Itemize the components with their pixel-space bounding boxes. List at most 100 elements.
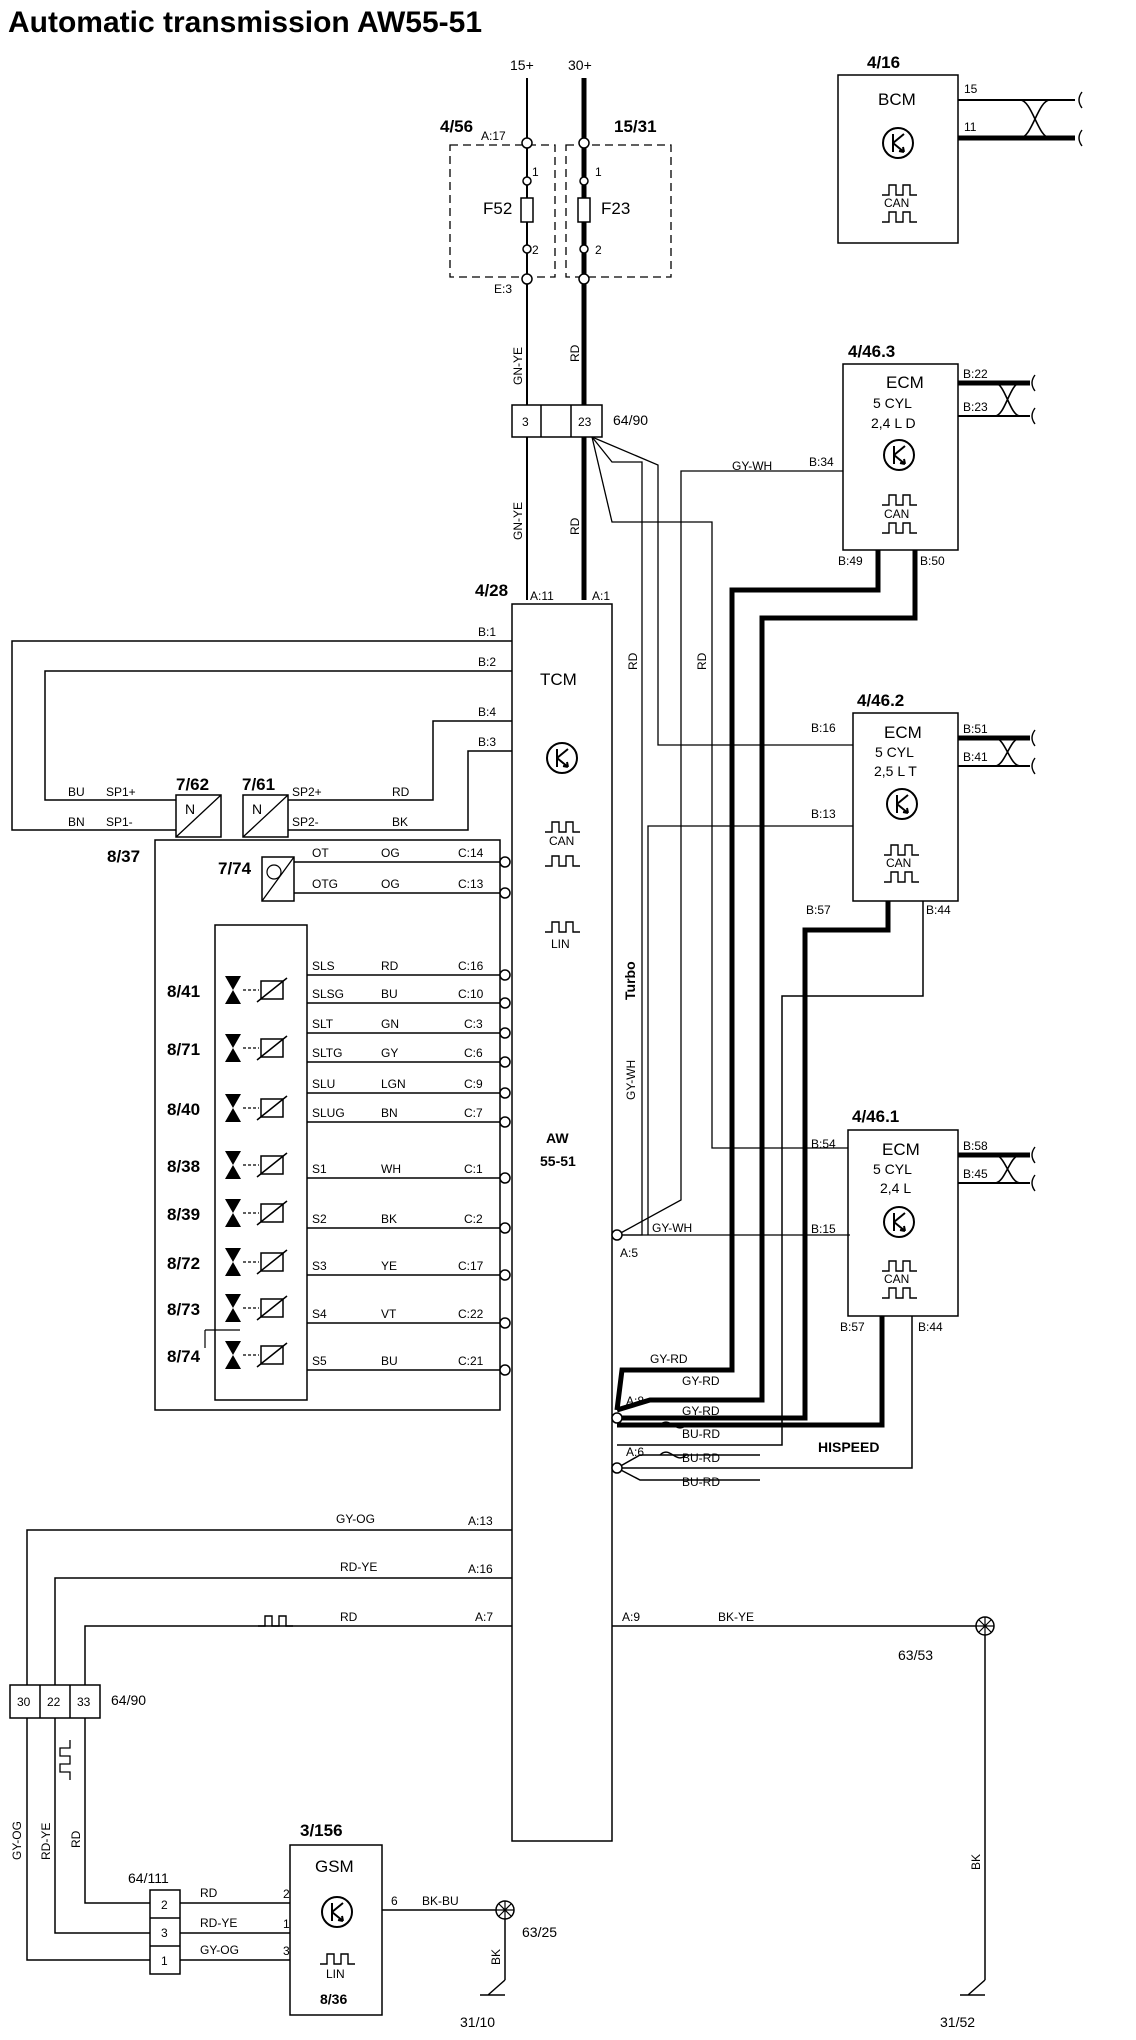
tcm-model-line1: AW xyxy=(546,1130,569,1146)
wire-gy-rd-label-1: GY-RD xyxy=(650,1352,688,1366)
turbo-label: Turbo xyxy=(622,961,638,1000)
speed-sensor-1-color-minus: BN xyxy=(68,815,85,829)
sol-pin-6: C:1 xyxy=(464,1162,483,1176)
ecm-463-pin-b34: B:34 xyxy=(809,455,834,469)
sol-pin-7: C:2 xyxy=(464,1212,483,1226)
wire-gy-og-label-gsm: GY-OG xyxy=(200,1943,239,1957)
speed-sensor-1-pin-plus: SP1+ xyxy=(106,785,136,799)
solenoid-valve-icon xyxy=(224,1198,288,1228)
speed-sensor-1-color-plus: BU xyxy=(68,785,85,799)
solenoid-id-7: 8/74 xyxy=(167,1347,201,1366)
connector-gsm-pin-0: 2 xyxy=(161,1898,168,1912)
speed-sensor-1-id: 7/62 xyxy=(176,775,209,794)
wire-gy-wh-label-2: GY-WH xyxy=(624,1060,638,1100)
connector-bottom-pin-1: 22 xyxy=(47,1695,61,1709)
sol-pin-8: C:17 xyxy=(458,1259,484,1273)
sol-pin-0: C:16 xyxy=(458,959,484,973)
solenoid-valve-icon xyxy=(224,975,288,1005)
thermometer-icon xyxy=(266,864,282,880)
tcm-pin-b4: B:4 xyxy=(478,705,496,719)
wires-main xyxy=(11,436,924,1481)
valve-body-id: 8/37 xyxy=(107,847,140,866)
speed-sensor-2-id: 7/61 xyxy=(242,775,275,794)
connector-64-90-top: 3 23 64/90 xyxy=(511,404,648,438)
ecm-462-pin-b41: B:41 xyxy=(963,750,988,764)
terminal-30-label: 30+ xyxy=(568,57,592,73)
tcm-terminals xyxy=(611,1229,623,1474)
solenoid-valve-icon xyxy=(224,1293,288,1323)
solenoid-id-2: 8/40 xyxy=(167,1100,200,1119)
wire-rd-label-4: RD xyxy=(340,1610,358,1624)
fuse-f23-pin-1: 1 xyxy=(595,165,602,179)
ground-63-25-label: 63/25 xyxy=(522,1924,557,1940)
speed-sensor-1-symbol: N xyxy=(185,801,195,817)
wire-rd-ye-label: RD-YE xyxy=(340,1560,377,1574)
ecm-461-pin-b45: B:45 xyxy=(963,1167,988,1181)
ecm-462-line3: 2,5 L T xyxy=(874,763,917,779)
connector-gsm-pin-2: 1 xyxy=(161,1954,168,1968)
gsm-pin-6: 6 xyxy=(391,1894,398,1908)
wire-bk-ye-label: BK-YE xyxy=(718,1610,754,1624)
solenoid-id-4: 8/39 xyxy=(167,1205,200,1224)
ecm-463-can-label: CAN xyxy=(884,507,909,521)
sol-pin-2: C:3 xyxy=(464,1017,483,1031)
speed-sensor-2-pin-plus: SP2+ xyxy=(292,785,322,799)
solenoid-id-5: 8/72 xyxy=(167,1254,200,1273)
wire-bu-rd-label-3: BU-RD xyxy=(682,1475,720,1489)
solenoid-wires xyxy=(307,969,511,1376)
wire-gy-rd-label-2: GY-RD xyxy=(682,1374,720,1388)
bcm-name: BCM xyxy=(878,90,916,109)
wire-rd-label-lower: RD xyxy=(568,517,582,535)
wire-bk-label-gsm: BK xyxy=(489,1949,503,1965)
speed-sensor-7-61: 7/61 N SP2+ SP2- RD BK xyxy=(242,775,410,838)
ecm-462-id: 4/46.2 xyxy=(857,691,904,710)
ground-31-52-icon xyxy=(960,1979,986,1996)
solenoid-valve-icon xyxy=(224,1150,288,1180)
tcm-pin-a7: A:7 xyxy=(475,1610,493,1624)
sol-pin-3: C:6 xyxy=(464,1046,483,1060)
fuse-box-1-id: 4/56 xyxy=(440,117,473,136)
tcm-lin-label: LIN xyxy=(551,937,570,951)
sol-name-7: S2 xyxy=(312,1212,327,1226)
gsm-pin-2: 2 xyxy=(283,1887,290,1901)
wire-gy-og-label-v: GY-OG xyxy=(10,1821,24,1860)
ground-point-icon xyxy=(975,1616,995,1636)
gsm-id: 3/156 xyxy=(300,1821,343,1840)
connector-gsm-id: 64/111 xyxy=(128,1870,169,1886)
ecm-461-line3: 2,4 L xyxy=(880,1180,911,1196)
wire-gy-og-label: GY-OG xyxy=(336,1512,375,1526)
ecm-462-pin-b13: B:13 xyxy=(811,807,836,821)
supply-wires xyxy=(526,78,587,600)
solenoid-id-3: 8/38 xyxy=(167,1157,200,1176)
sol-name-9: S4 xyxy=(312,1307,327,1321)
sol-color-2: GN xyxy=(381,1017,399,1031)
ecm-461-pin-b44: B:44 xyxy=(918,1320,943,1334)
connector-top-id: 64/90 xyxy=(613,412,648,428)
temp-sensor-7-74: 7/74 OT OG C:14 OTG OG C:13 xyxy=(218,846,511,902)
ecm-463-pin-b49: B:49 xyxy=(838,554,863,568)
ecm-462-line2: 5 CYL xyxy=(875,744,914,760)
ecm-461-pin-b57: B:57 xyxy=(840,1320,865,1334)
solenoid-valve-icon xyxy=(224,1247,288,1277)
fuse-f52-pin-2: 2 xyxy=(532,243,539,257)
connector-bottom-id: 64/90 xyxy=(111,1692,146,1708)
gsm-sub-id: 8/36 xyxy=(320,1991,347,2007)
sol-name-5: SLUG xyxy=(312,1106,345,1120)
bcm-can-label: CAN xyxy=(884,196,909,210)
fuse-f52-pin-1: 1 xyxy=(532,165,539,179)
fuse-box-1-pin-bottom: E:3 xyxy=(494,282,512,296)
wire-bk-label-right: BK xyxy=(969,1854,983,1870)
temp-pin-otg: OTG xyxy=(312,877,338,891)
sol-pin-5: C:7 xyxy=(464,1106,483,1120)
wire-gn-ye-label-upper: GN-YE xyxy=(511,347,525,385)
tcm-pin-a1: A:1 xyxy=(592,589,610,603)
connector-gsm-pin-1: 3 xyxy=(161,1926,168,1940)
ecm-461-id: 4/46.1 xyxy=(852,1107,899,1126)
hispeed-label: HISPEED xyxy=(818,1439,879,1455)
sol-color-7: BK xyxy=(381,1212,397,1226)
wire-rd-label-3: RD xyxy=(695,652,709,670)
fuse-f52-icon xyxy=(520,197,534,223)
ecm-461-can-label: CAN xyxy=(884,1272,909,1286)
tcm-pin-a13: A:13 xyxy=(468,1514,493,1528)
tcm-pin-b1: B:1 xyxy=(478,625,496,639)
